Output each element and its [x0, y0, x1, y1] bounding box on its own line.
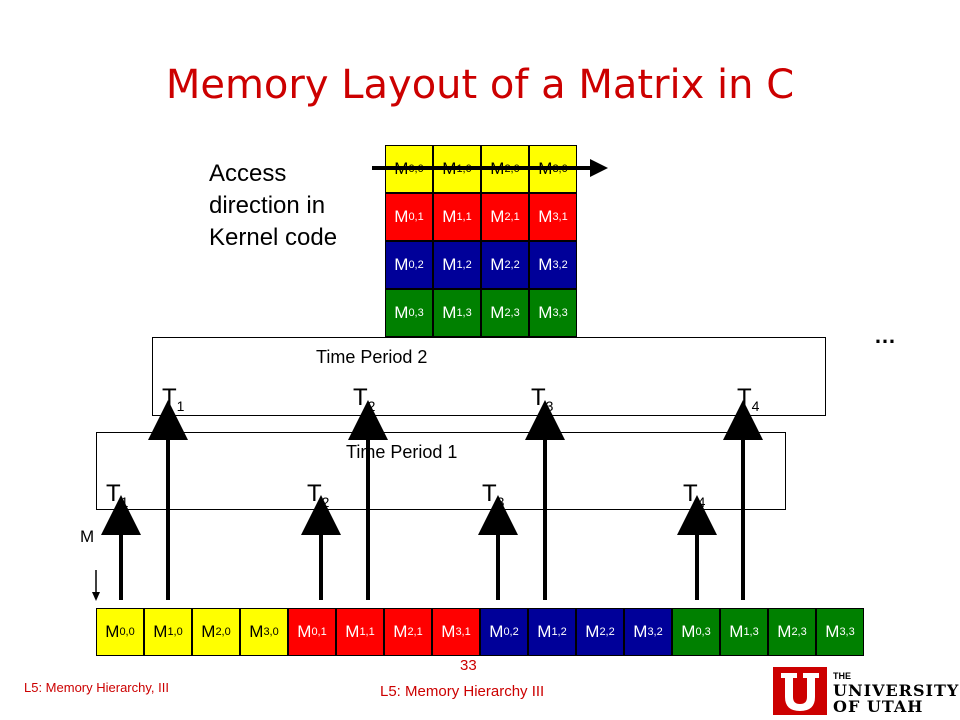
m-label: M — [80, 527, 95, 546]
access-direction-arrow — [372, 159, 608, 177]
footer-center: L5: Memory Hierarchy III — [380, 683, 545, 700]
time-period-2-box: Time Period 2 — [152, 337, 826, 416]
access-direction-label: Access direction in Kernel code — [209, 160, 338, 251]
time-period-2-label: Time Period 2 — [316, 347, 428, 367]
university-logo: THE UNIVERSITY OF UTAH — [773, 667, 958, 716]
logo-the: THE — [833, 671, 851, 681]
footer-left: L5: Memory Hierarchy, III — [24, 680, 169, 695]
time-period-1-label: Time Period 1 — [346, 442, 458, 462]
time-period-1-box: Time Period 1 — [96, 432, 786, 510]
m-arrow-head — [92, 592, 100, 601]
ellipsis: … — [874, 323, 896, 348]
u-block-logo-icon — [773, 667, 827, 715]
slide-title: Memory Layout of a Matrix in C — [165, 62, 795, 108]
logo-line1: UNIVERSITY — [833, 681, 960, 700]
logo-line2: OF UTAH — [833, 697, 924, 716]
page-number: 33 — [460, 657, 477, 674]
